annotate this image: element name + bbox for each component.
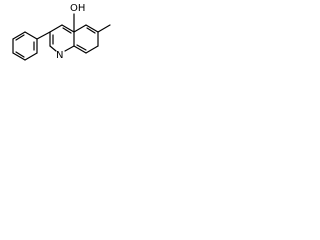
phenyl-quinoline-bond bbox=[36, 31, 51, 40]
pyridine-ring bbox=[49, 24, 75, 52]
phenyl-bond-6 bbox=[12, 31, 26, 40]
pyridine-bond-c3-c4 bbox=[61, 24, 75, 33]
benzo-double-bond-2 bbox=[76, 44, 87, 51]
methyl-bond bbox=[97, 24, 111, 33]
pyridine-bond-c2-c3 bbox=[49, 24, 63, 33]
phenyl-double-bond-3 bbox=[15, 34, 25, 41]
chemical-structure-diagram: OH N bbox=[12, 3, 111, 61]
pyridine-double-bond-c3-c4 bbox=[62, 27, 72, 34]
phenyl-double-bond-2 bbox=[15, 51, 25, 58]
benzo-bond-4 bbox=[85, 45, 99, 54]
phenyl-ring bbox=[12, 31, 38, 61]
nitrogen-label: N bbox=[56, 50, 63, 61]
benzo-bond-1 bbox=[73, 24, 87, 33]
benzo-double-bond-1 bbox=[86, 27, 96, 34]
benzo-ring bbox=[73, 24, 99, 54]
phenyl-bond-4 bbox=[12, 52, 26, 61]
benzo-bond-2 bbox=[85, 24, 99, 33]
benzo-bond-5 bbox=[73, 45, 87, 54]
phenyl-bond-1 bbox=[24, 31, 38, 40]
pyridine-bond-n-c2 bbox=[49, 45, 57, 52]
phenyl-bond-3 bbox=[24, 52, 38, 61]
hydroxyl-label: OH bbox=[70, 3, 85, 14]
pyridine-bond-c8a-n bbox=[64, 45, 75, 52]
